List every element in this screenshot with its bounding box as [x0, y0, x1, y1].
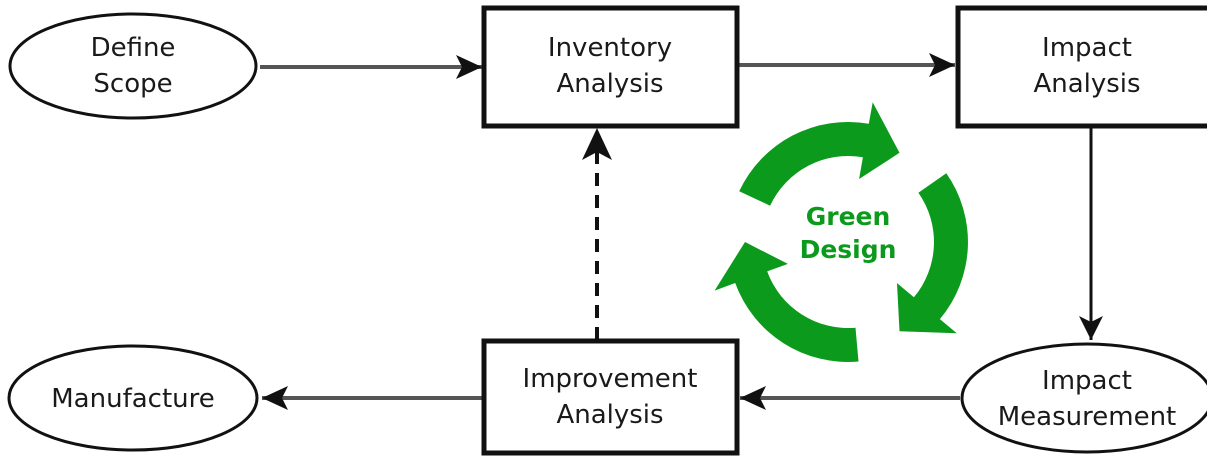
connectors — [260, 53, 1103, 410]
arrowhead-inventory-in — [456, 55, 482, 79]
cycle-arrow-2 — [897, 173, 968, 334]
improvement-analysis-line2: Analysis — [556, 400, 663, 430]
node-manufacture: Manufacture — [7, 344, 259, 452]
node-impact-measurement: Impact Measurement — [960, 342, 1207, 454]
impact-analysis-line1: Impact — [1042, 33, 1132, 63]
arrowhead-inventory-feedback — [582, 128, 612, 160]
node-improvement-analysis: Improvement Analysis — [481, 338, 740, 456]
manufacture-label: Manufacture — [51, 384, 215, 414]
green-design-cycle: Green Design — [714, 102, 968, 362]
inventory-analysis-line1: Inventory — [548, 33, 672, 63]
arrowhead-improvement-in — [740, 386, 766, 410]
inventory-analysis-line2: Analysis — [556, 69, 663, 99]
arrowhead-manufacture-in — [262, 386, 288, 410]
node-define-scope: Define Scope — [8, 12, 258, 120]
impact-measurement-line1: Impact — [1042, 366, 1132, 396]
cycle-arrow-3 — [714, 242, 859, 362]
node-inventory-analysis: Inventory Analysis — [481, 5, 740, 129]
cycle-arrow-1 — [739, 102, 900, 206]
define-scope-line1: Define — [91, 33, 176, 63]
impact-analysis-line2: Analysis — [1033, 69, 1140, 99]
recycle-arrows-icon — [714, 102, 968, 362]
cycle-label-line2: Design — [800, 235, 897, 264]
improvement-analysis-line1: Improvement — [523, 364, 698, 394]
node-impact-analysis: Impact Analysis — [955, 5, 1207, 129]
arrowhead-impact-in — [929, 53, 955, 77]
define-scope-line2: Scope — [93, 69, 172, 99]
arrowhead-measurement-in — [1079, 316, 1103, 340]
cycle-label-line1: Green — [806, 202, 891, 231]
impact-measurement-line2: Measurement — [998, 402, 1177, 432]
